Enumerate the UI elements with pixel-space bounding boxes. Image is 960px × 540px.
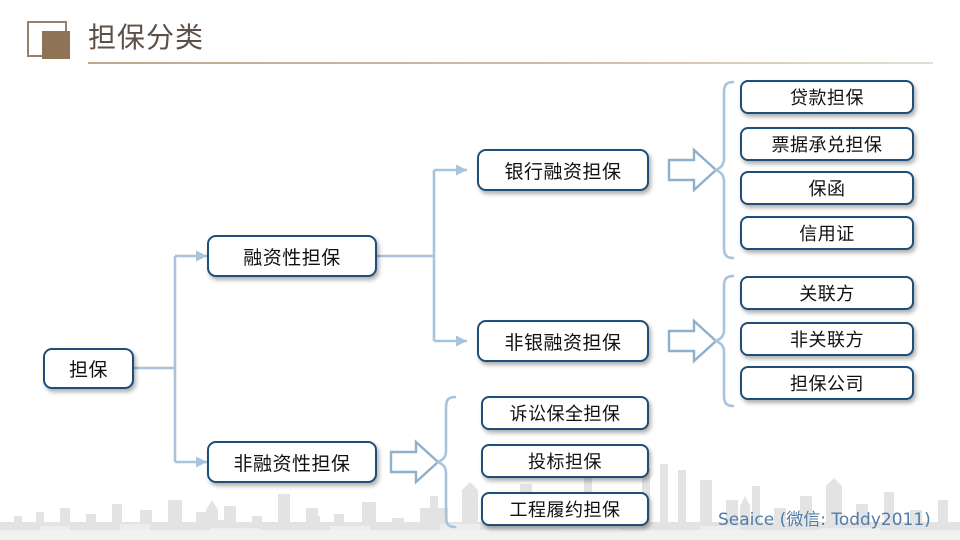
footer-band — [0, 530, 960, 540]
brace-group-nonfinance — [435, 395, 457, 529]
leaf-bill-acceptance-guarantee[interactable]: 票据承兑担保 — [740, 127, 914, 161]
brace-group-nonbank — [713, 274, 735, 408]
node-financing-guarantee[interactable]: 融资性担保 — [207, 235, 377, 277]
node-bank-financing-guarantee[interactable]: 银行融资担保 — [477, 149, 649, 191]
block-arrow-icon-nonfinance — [389, 439, 440, 485]
block-arrow-icon-nonbank — [667, 318, 718, 364]
leaf-construction-performance-guarantee[interactable]: 工程履约担保 — [481, 492, 649, 526]
leaf-guarantee-company[interactable]: 担保公司 — [740, 366, 914, 400]
node-root[interactable]: 担保 — [43, 348, 134, 389]
leaf-letter-of-credit[interactable]: 信用证 — [740, 216, 914, 250]
connector-arrowheads — [196, 164, 467, 468]
leaf-unrelated-party[interactable]: 非关联方 — [740, 322, 914, 356]
page-title: 担保分类 — [88, 21, 205, 54]
title-divider — [88, 62, 933, 64]
leaf-related-party[interactable]: 关联方 — [740, 276, 914, 310]
leaf-bid-guarantee[interactable]: 投标担保 — [481, 444, 649, 478]
leaf-loan-guarantee[interactable]: 贷款担保 — [740, 80, 914, 114]
block-arrow-icon-bank — [667, 147, 718, 193]
leaf-letter-of-guarantee[interactable]: 保函 — [740, 171, 914, 205]
node-nonfinancing-guarantee[interactable]: 非融资性担保 — [207, 441, 377, 483]
square-filled-icon — [42, 31, 70, 59]
node-nonbank-financing-guarantee[interactable]: 非银融资担保 — [477, 320, 649, 362]
brace-group-bank — [713, 80, 735, 260]
watermark-text: Seaice (微信: Toddy2011) — [718, 510, 931, 530]
leaf-litigation-preservation-guarantee[interactable]: 诉讼保全担保 — [481, 396, 649, 430]
